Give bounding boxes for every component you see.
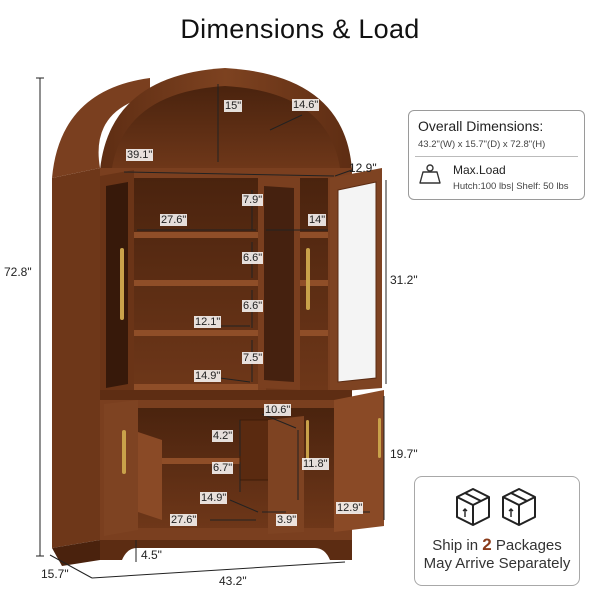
lower-left-door-panel	[138, 432, 162, 520]
dim-lower-width: 27.6"	[170, 514, 198, 526]
dim-upper-width: 39.1"	[126, 149, 154, 161]
dim-arch-height: 15"	[224, 100, 243, 112]
dim-lower-depth-2: 12.9"	[336, 502, 364, 514]
dim-shelf-depth-1: 12.1"	[194, 316, 222, 328]
infobox-divider	[415, 156, 578, 157]
dim-arch-depth: 14.6"	[292, 99, 320, 111]
cabinet-mid-rail	[100, 390, 352, 400]
dim-total-width: 43.2"	[219, 574, 247, 588]
cabinet-base	[100, 540, 352, 560]
max-load-detail: Hutch:100 lbs| Shelf: 50 lbs	[453, 181, 569, 192]
cabinet-arch-side	[52, 78, 150, 178]
dim-upper-depth: 12.9"	[349, 161, 377, 175]
upper-middle-handle	[306, 248, 310, 310]
ship-suffix: Packages	[491, 537, 562, 554]
dim-shelf-gap-3: 7.5"	[242, 352, 264, 364]
dim-shelf-width-left: 27.6"	[160, 214, 188, 226]
dim-lower-gap-1: 4.2"	[212, 430, 234, 442]
dim-lower-depth-1: 14.9"	[200, 492, 228, 504]
dim-shelf-top-gap: 7.9"	[242, 194, 264, 206]
dim-upper-door-height: 31.2"	[390, 273, 418, 287]
upper-right-door-glass	[337, 181, 377, 383]
lower-left-door	[104, 400, 138, 536]
cabinet-side-panel	[52, 168, 100, 548]
lower-right-handle	[378, 418, 381, 458]
upper-shelf-1	[134, 232, 258, 238]
dim-leg-height: 4.5"	[141, 548, 162, 562]
upper-left-door-glass	[106, 182, 128, 388]
upper-shelf-2	[134, 280, 258, 286]
dim-shelf-depth-2: 14.9"	[194, 370, 222, 382]
overall-dimensions-value: 43.2"(W) x 15.7"(D) x 72.8"(H)	[418, 139, 546, 150]
upper-middle-door-glass	[264, 186, 294, 382]
dim-lower-inner-height: 11.8"	[302, 458, 329, 470]
dim-total-depth: 15.7"	[41, 567, 69, 581]
dim-shelf-gap-2: 6.6"	[242, 300, 264, 312]
package-box-icon	[456, 488, 490, 526]
overall-dimensions-box: Overall Dimensions: 43.2"(W) x 15.7"(D) …	[408, 110, 585, 200]
upper-shelf-3	[134, 330, 258, 336]
package-count: 2	[482, 535, 492, 554]
lower-shelf	[138, 458, 248, 464]
ship-prefix: Ship in	[432, 537, 483, 554]
dim-drawer-width: 10.6"	[264, 404, 292, 416]
dim-lower-door-height: 19.7"	[390, 447, 418, 461]
shipping-box: Ship in 2 Packages May Arrive Separately	[414, 476, 580, 586]
dim-lower-gap-2: 6.7"	[212, 462, 234, 474]
page-title: Dimensions & Load	[180, 14, 420, 44]
ship-packages-text: Ship in 2 Packages	[415, 535, 579, 555]
lower-left-handle	[122, 430, 126, 474]
cabinet-side-base	[52, 540, 100, 566]
lower-right-door	[334, 390, 384, 532]
upper-shelf-4	[134, 384, 258, 390]
dim-shelf-width-right: 14"	[308, 214, 327, 226]
upper-left-handle	[120, 248, 124, 320]
arrive-separately-text: May Arrive Separately	[423, 555, 571, 572]
lower-middle-door	[268, 416, 304, 534]
dim-total-height: 72.8"	[4, 265, 32, 279]
lower-middle-handle	[306, 420, 309, 460]
dimension-lines	[36, 77, 387, 579]
package-box-icon	[502, 488, 536, 526]
cabinet-arch-inner	[112, 86, 340, 168]
dim-lower-small-gap: 3.9"	[276, 514, 298, 526]
overall-dimensions-heading: Overall Dimensions:	[418, 118, 544, 134]
dim-shelf-gap-1: 6.6"	[242, 252, 264, 264]
weight-icon	[419, 164, 441, 184]
max-load-label: Max.Load	[453, 163, 506, 177]
